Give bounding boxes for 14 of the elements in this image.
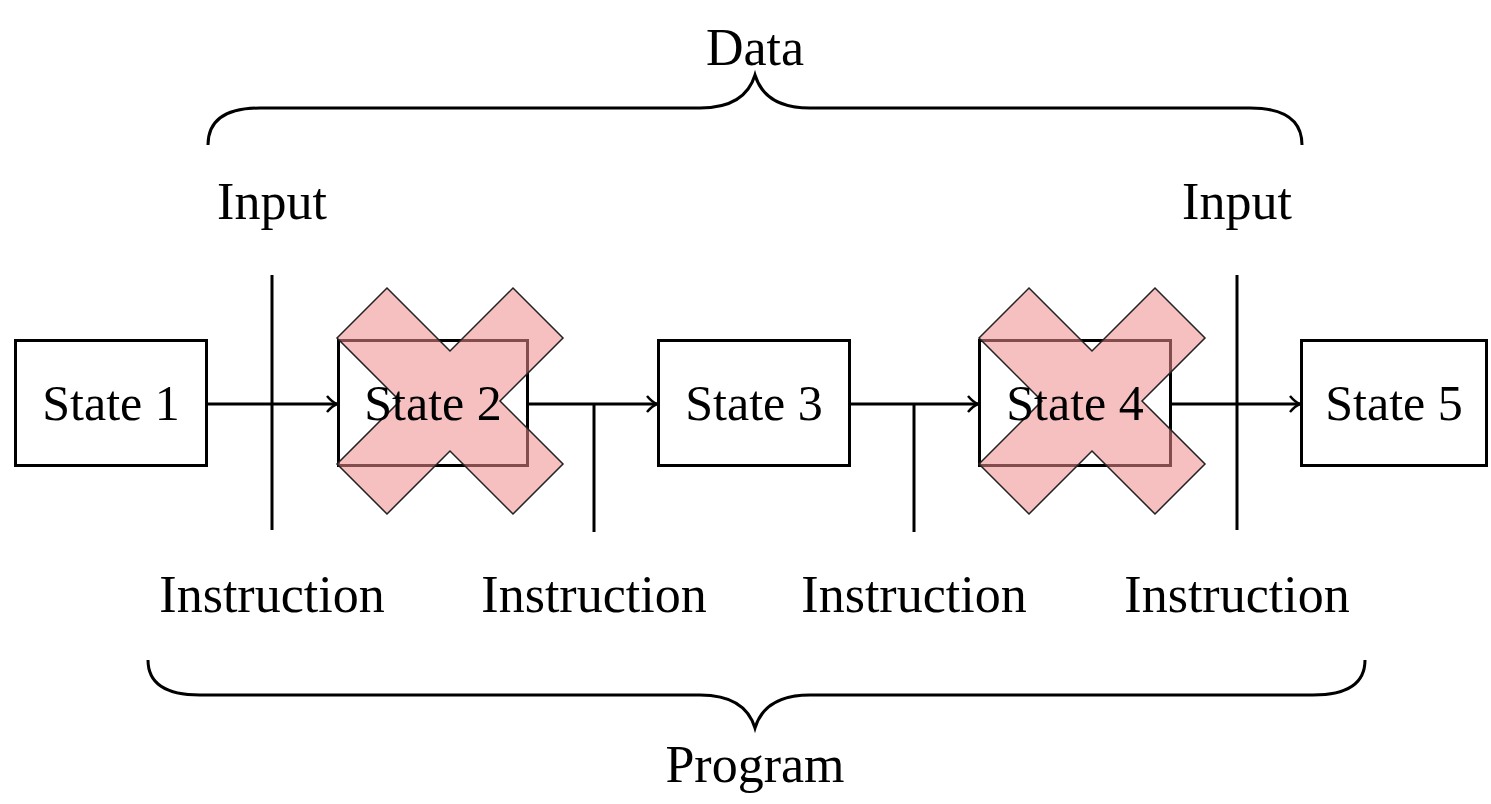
- state-box: [14, 339, 208, 467]
- brace-label: Data: [705, 18, 805, 77]
- instruction-label: Instruction: [1124, 565, 1350, 624]
- state-label: State 5: [1325, 374, 1463, 432]
- input-label: Input: [217, 172, 327, 231]
- instruction-label: Instruction: [481, 565, 707, 624]
- state-label: State 3: [685, 374, 823, 432]
- state-box: [657, 339, 851, 467]
- instruction-label: Instruction: [801, 565, 1027, 624]
- state-label: State 1: [42, 374, 180, 432]
- instruction-label: Instruction: [159, 565, 385, 624]
- brace-label: Program: [665, 735, 845, 794]
- input-label: Input: [1182, 172, 1292, 231]
- state-box: [1300, 339, 1488, 467]
